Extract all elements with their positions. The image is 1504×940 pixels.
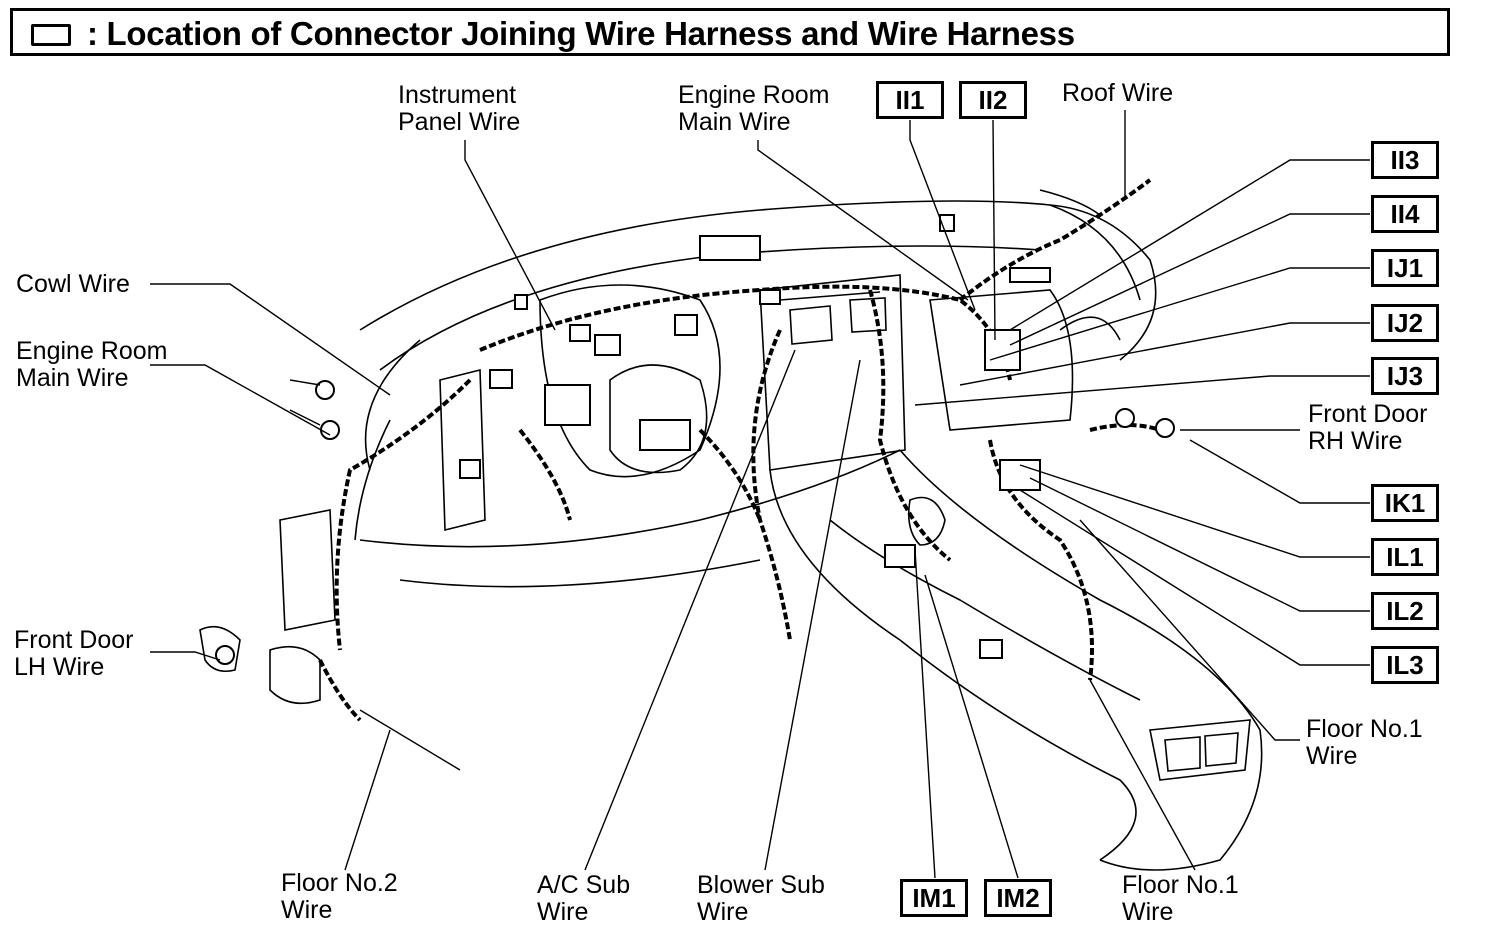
connector-IL3: IL3 [1371, 646, 1439, 684]
page-title: : Location of Connector Joining Wire Har… [87, 15, 1075, 52]
dashboard-outline [199, 189, 1263, 871]
connector-IM1: IM1 [900, 879, 968, 917]
leader-lines [150, 110, 1370, 879]
connector-II4: II4 [1371, 195, 1439, 233]
label-cowl-wire: Cowl Wire [16, 270, 130, 298]
title-bar: : Location of Connector Joining Wire Har… [10, 8, 1450, 56]
connector-IJ2: IJ2 [1371, 304, 1439, 342]
connector-IM2: IM2 [984, 879, 1052, 917]
connector-IL1: IL1 [1371, 538, 1439, 576]
connector-II2: II2 [959, 81, 1027, 119]
connector-IK1: IK1 [1371, 484, 1439, 522]
connector-IJ1: IJ1 [1371, 249, 1439, 287]
connector-IJ3: IJ3 [1371, 357, 1439, 395]
connector-II1: II1 [876, 81, 944, 119]
connector-II3: II3 [1371, 141, 1439, 179]
connector-square-icon [31, 24, 71, 46]
connector-IL2: IL2 [1371, 592, 1439, 630]
label-roof-wire: Roof Wire [1062, 79, 1174, 107]
